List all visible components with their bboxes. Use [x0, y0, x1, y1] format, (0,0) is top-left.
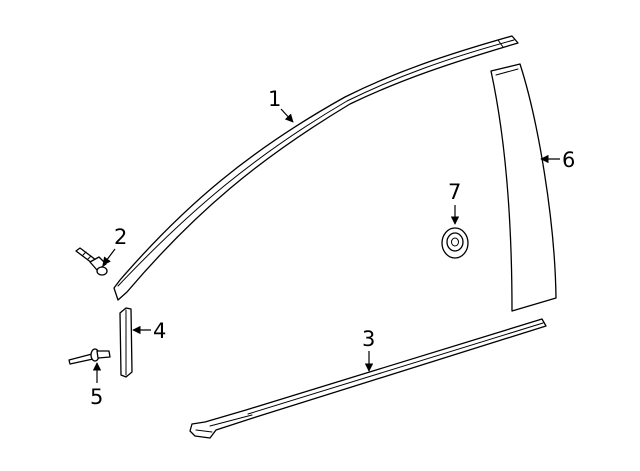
part-7-grommet[interactable]	[441, 227, 469, 259]
callout-6: 6	[562, 148, 575, 172]
part-4-applique[interactable]	[119, 307, 133, 378]
leader-1	[280, 108, 294, 123]
part-5-rivet[interactable]	[68, 348, 111, 365]
part-1-roof-molding[interactable]	[113, 35, 519, 301]
callout-3: 3	[362, 327, 375, 351]
part-2-clip[interactable]	[75, 247, 108, 276]
callout-1: 1	[268, 87, 281, 111]
part-6-pillar-applique[interactable]	[490, 63, 557, 312]
part-3-belt-molding[interactable]	[189, 318, 547, 439]
callout-4: 4	[153, 319, 166, 343]
callout-5: 5	[90, 385, 103, 409]
callout-7: 7	[448, 180, 461, 204]
callout-2: 2	[114, 225, 127, 249]
leader-2	[102, 248, 116, 266]
